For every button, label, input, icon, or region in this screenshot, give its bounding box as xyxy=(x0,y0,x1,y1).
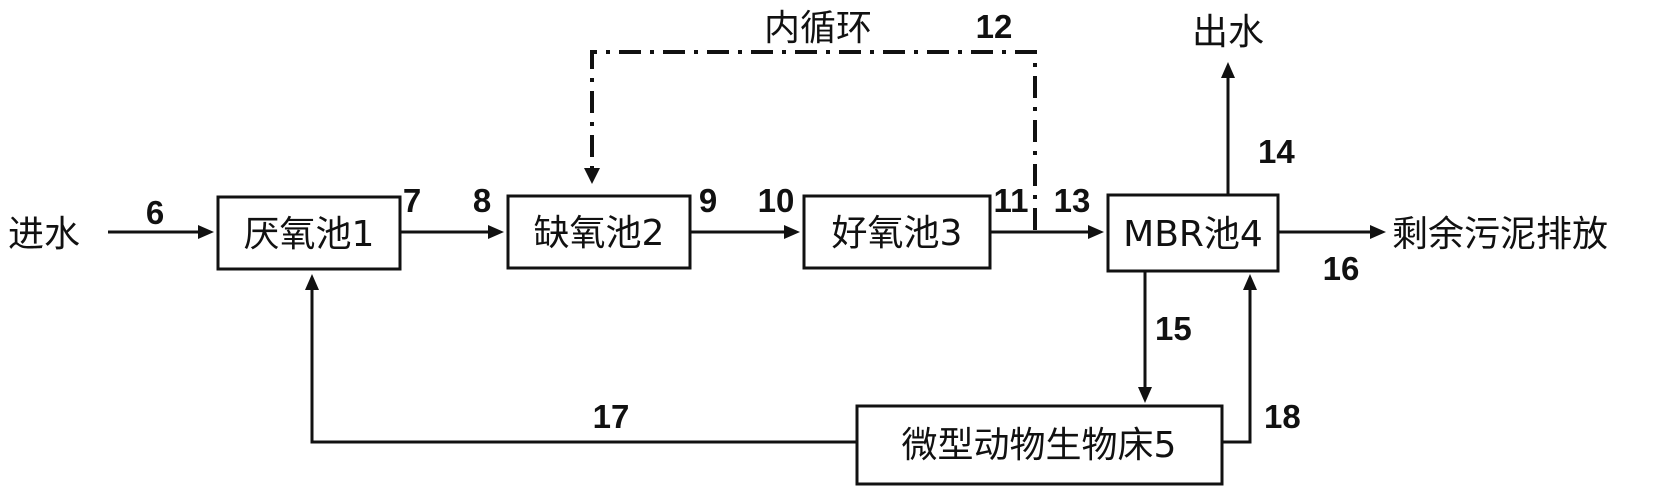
bed-to-mbr-line xyxy=(1222,288,1252,444)
internal-recycle-arrowhead xyxy=(584,168,600,184)
stream-number-17: 17 xyxy=(593,398,630,435)
stream-number-13: 13 xyxy=(1054,182,1091,219)
stream-number-7: 7 xyxy=(403,182,421,219)
stream-number-8: 8 xyxy=(473,182,491,219)
bed-to-anaerobic-arrowhead xyxy=(305,274,319,290)
anaerobic-to-anoxic-arrowhead xyxy=(488,225,504,239)
aerobic-to-mbr-arrowhead xyxy=(1088,225,1104,239)
aerobic-tank-label: 好氧池3 xyxy=(832,213,963,254)
stream-number-9: 9 xyxy=(699,182,717,219)
stream-number-16: 16 xyxy=(1323,250,1360,287)
aerobic-tank-box xyxy=(802,194,992,270)
internal-recycle-line xyxy=(590,50,1037,230)
bed-to-mbr-arrowhead xyxy=(1243,274,1257,290)
inflow-label: 进水 xyxy=(8,214,80,255)
outflow-label: 出水 xyxy=(1192,12,1264,53)
stream-number-10: 10 xyxy=(758,182,795,219)
stream-number-15: 15 xyxy=(1155,310,1192,347)
effluent-arrowhead xyxy=(1221,62,1235,78)
inflow-arrowhead xyxy=(198,225,214,239)
anaerobic-tank-label: 厌氧池1 xyxy=(244,214,375,255)
anaerobic-tank-box xyxy=(216,195,402,271)
mbr-tank-label: MBR池4 xyxy=(1123,214,1263,255)
stream-number-6: 6 xyxy=(146,194,164,231)
stream-number-12: 12 xyxy=(976,8,1013,45)
sludge-discharge-label: 剩余污泥排放 xyxy=(1392,214,1608,255)
internal-recycle-label: 内循环 xyxy=(764,8,872,49)
bed-to-anaerobic-line xyxy=(310,288,857,444)
stream-number-18: 18 xyxy=(1264,398,1301,435)
anoxic-tank-box xyxy=(506,194,692,270)
mbr-to-bed-arrowhead xyxy=(1138,387,1152,403)
anoxic-tank-label: 缺氧池2 xyxy=(534,213,665,254)
anoxic-to-aerobic-arrowhead xyxy=(784,225,800,239)
mbr-tank-box xyxy=(1106,193,1280,273)
micro-animal-bed-box xyxy=(855,404,1224,486)
stream-number-14: 14 xyxy=(1258,133,1295,170)
micro-animal-bed-label: 微型动物生物床5 xyxy=(902,425,1177,466)
stream-number-11: 11 xyxy=(994,182,1029,219)
sludge-discharge-arrowhead xyxy=(1370,225,1386,239)
